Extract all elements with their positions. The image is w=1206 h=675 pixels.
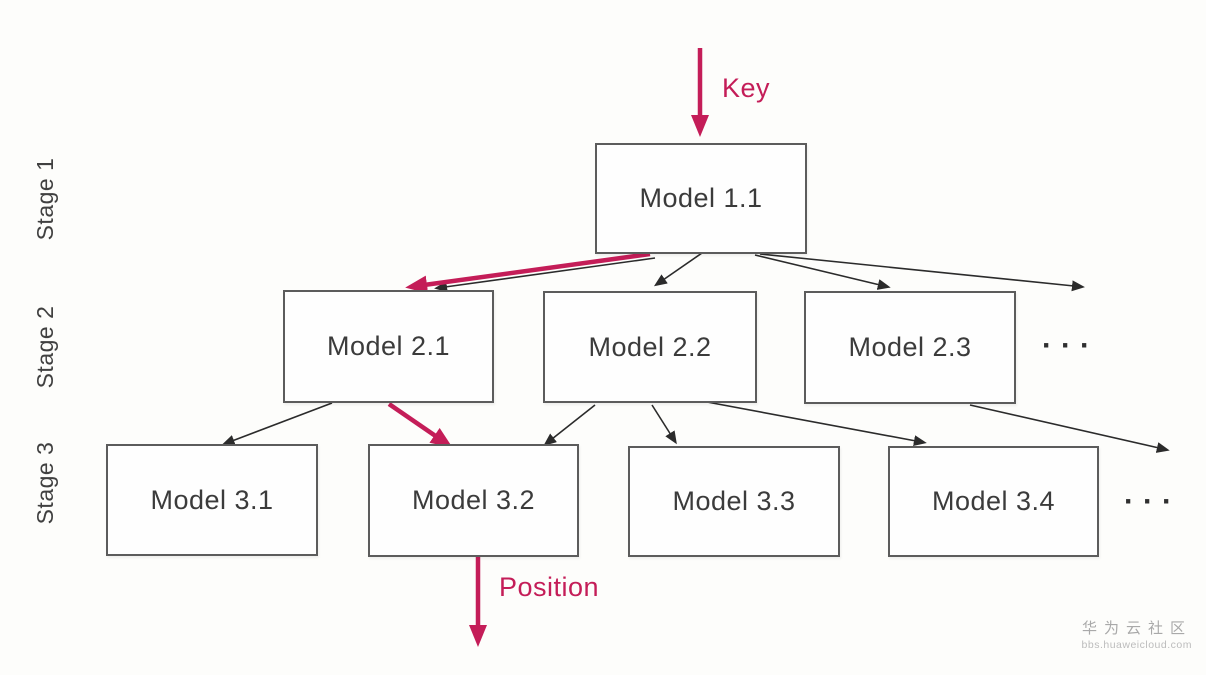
edge-m22-m34 <box>706 401 927 447</box>
stage-label-2-text: Stage 2 <box>31 305 58 389</box>
highlight-edge-m11-m21 <box>405 251 651 294</box>
watermark-url: bbs.huaweicloud.com <box>1081 638 1192 651</box>
ellipsis-stage-2: ··· <box>1042 329 1099 362</box>
node-model-3-1-label: Model 3.1 <box>150 484 274 515</box>
watermark-community-name: 华为云社区 <box>1081 620 1192 637</box>
node-model-2-3-label: Model 2.3 <box>848 332 972 362</box>
key-label: Key <box>722 73 771 103</box>
node-model-1-1: Model 1.1 <box>595 143 807 254</box>
stage-label-1: Stage 1 <box>30 119 60 279</box>
node-model-1-1-label: Model 1.1 <box>639 183 763 213</box>
edge-m22-m33 <box>651 404 677 445</box>
ellipsis-stage-3: ··· <box>1124 485 1181 518</box>
stage-label-3: Stage 3 <box>30 403 60 563</box>
node-model-2-1-label: Model 2.1 <box>326 331 451 361</box>
edge-m11-m21 <box>434 257 656 293</box>
node-model-3-1: Model 3.1 <box>106 444 318 556</box>
node-model-2-1: Model 2.1 <box>283 290 494 403</box>
node-model-3-2-label: Model 3.2 <box>411 485 536 515</box>
edge-m11-continuation <box>759 253 1085 292</box>
node-model-2-2: Model 2.2 <box>543 291 757 403</box>
edge-m22-m32 <box>543 404 596 446</box>
position-label: Position <box>499 572 600 602</box>
node-model-2-2-label: Model 2.2 <box>588 331 712 362</box>
node-model-3-4-label: Model 3.4 <box>931 486 1056 516</box>
edge-m21-m31 <box>221 402 333 446</box>
edge-m11-m22 <box>653 252 703 287</box>
edge-m11-m23 <box>754 254 891 290</box>
highlight-edge-m21-m32 <box>387 402 453 448</box>
node-model-3-3: Model 3.3 <box>628 446 840 557</box>
stage-label-1-text: Stage 1 <box>31 157 58 241</box>
node-model-3-2: Model 3.2 <box>368 444 579 557</box>
node-model-2-3: Model 2.3 <box>804 291 1016 404</box>
stage-label-3-text: Stage 3 <box>31 441 58 525</box>
watermark: 华为云社区 bbs.huaweicloud.com <box>1082 620 1192 652</box>
node-model-3-4: Model 3.4 <box>888 446 1099 557</box>
edge-m23-continuation <box>969 404 1170 453</box>
node-model-3-3-label: Model 3.3 <box>672 486 796 516</box>
